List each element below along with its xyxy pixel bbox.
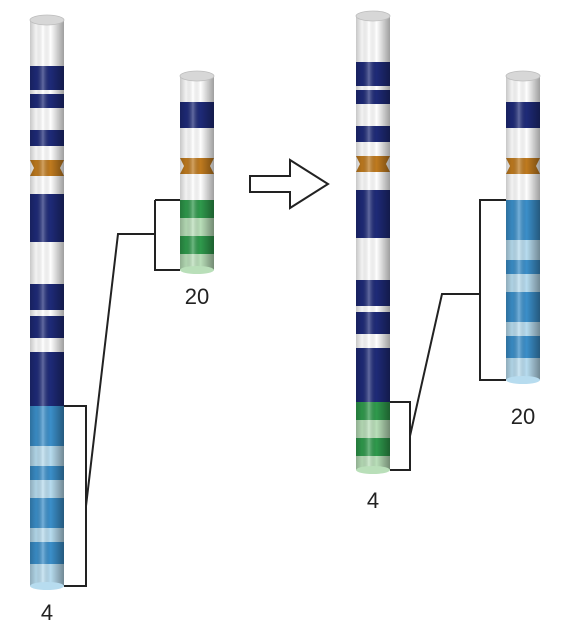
chromosome-4-after — [355, 10, 391, 474]
translocation-bracket-right — [390, 199, 506, 471]
chromosome-20-before — [179, 70, 215, 274]
label-chromosome-20-before: 20 — [185, 284, 209, 309]
translocation-bracket-left — [64, 199, 180, 587]
right-arrow-icon — [249, 158, 330, 210]
label-chromosome-20-after: 20 — [511, 404, 535, 429]
label-chromosome-4-after: 4 — [367, 488, 379, 513]
label-chromosome-4-before: 4 — [41, 600, 53, 625]
chromosome-4-before — [29, 14, 65, 590]
chromosome-20-after — [505, 70, 541, 384]
